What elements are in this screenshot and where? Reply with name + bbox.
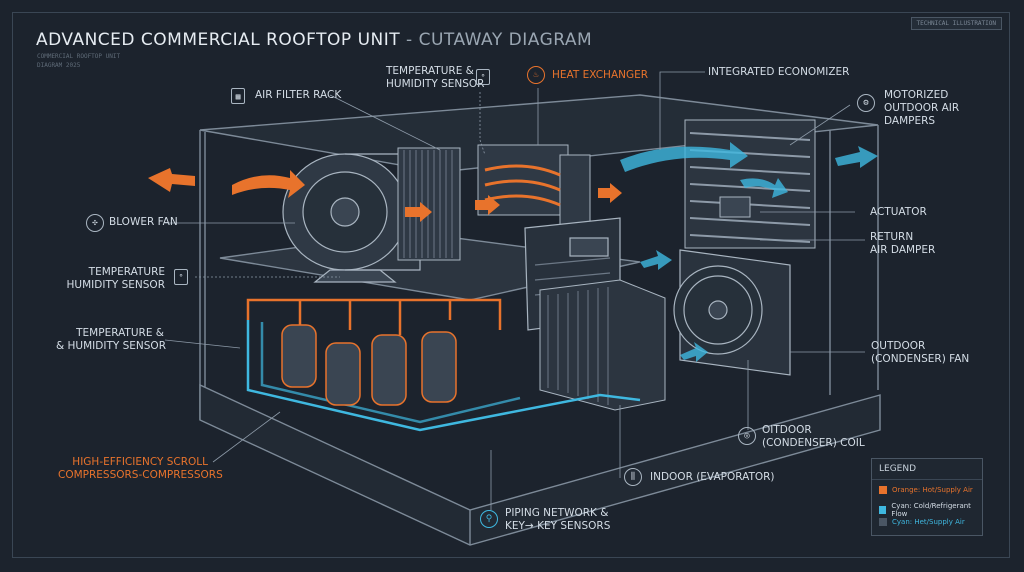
leader-lines: [164, 71, 865, 510]
legend-item: Cyan: Cold/Refrigerant Flow: [879, 502, 982, 518]
air-filter-rack: [397, 147, 461, 261]
page-title: ADVANCED COMMERCIAL ROOFTOP UNIT - CUTAW…: [36, 30, 593, 50]
legend-item: Cyan: Het/Supply Air: [879, 518, 965, 526]
fan-icon: ✣: [86, 214, 104, 232]
blower-fan: [282, 153, 421, 283]
label-integrated-economizer: INTEGRATED ECONOMIZER: [708, 66, 850, 78]
hot-airflow-arrows: [148, 168, 622, 222]
label-indoor-evaporator: INDOOR (EVAPORATOR): [650, 471, 775, 483]
label-actuator: ACTUATOR: [870, 206, 927, 218]
label-air-filter-rack: AIR FILTER RACK: [255, 89, 342, 101]
heat-exchanger: [477, 144, 591, 226]
filter-grid-icon: ▦: [231, 88, 245, 104]
label-outdoor-fan: OUTDOOR(CONDENSER) FAN: [871, 340, 970, 365]
illustration-badge: TECHNICAL ILLUSTRATION: [910, 17, 1002, 30]
label-blower-fan: BLOWER FAN: [109, 216, 178, 228]
legend-title: LEGEND: [879, 464, 917, 474]
unit-housing: [199, 94, 881, 546]
label-piping-network: PIPING NETWORK &KEY→ KEY SENSORS: [505, 507, 611, 532]
drawing-frame: [12, 12, 1010, 558]
thermometer-icon: °: [476, 69, 490, 85]
label-heat-exchanger: HEAT EXCHANGER: [552, 69, 649, 81]
label-temp-humidity-top: TEMPERATURE &HUMIDITY SENSOR: [386, 65, 485, 90]
label-temp-humidity-left2: TEMPERATURE && HUMIDITY SENSOR: [56, 327, 166, 352]
condenser-fan: [673, 249, 791, 376]
coil-icon: ◎: [738, 427, 756, 445]
cold-airflow-arrows: [620, 142, 878, 362]
scroll-compressors: [281, 324, 457, 406]
condenser-coil: [539, 279, 666, 411]
legend-item: Orange: Hot/Supply Air: [879, 486, 973, 494]
legend: LEGEND Orange: Hot/Supply Air Cyan: Cold…: [871, 458, 983, 536]
label-outdoor-coil: OITDOOR(CONDENSER) COIL: [762, 424, 865, 449]
evaporator-icon: ⫼: [624, 468, 642, 486]
flame-icon: ♨: [527, 66, 545, 84]
pipe-wrench-icon: ⚲: [480, 510, 498, 528]
thermometer-icon: °: [174, 269, 188, 285]
damper-gear-icon: ⚙: [857, 94, 875, 112]
